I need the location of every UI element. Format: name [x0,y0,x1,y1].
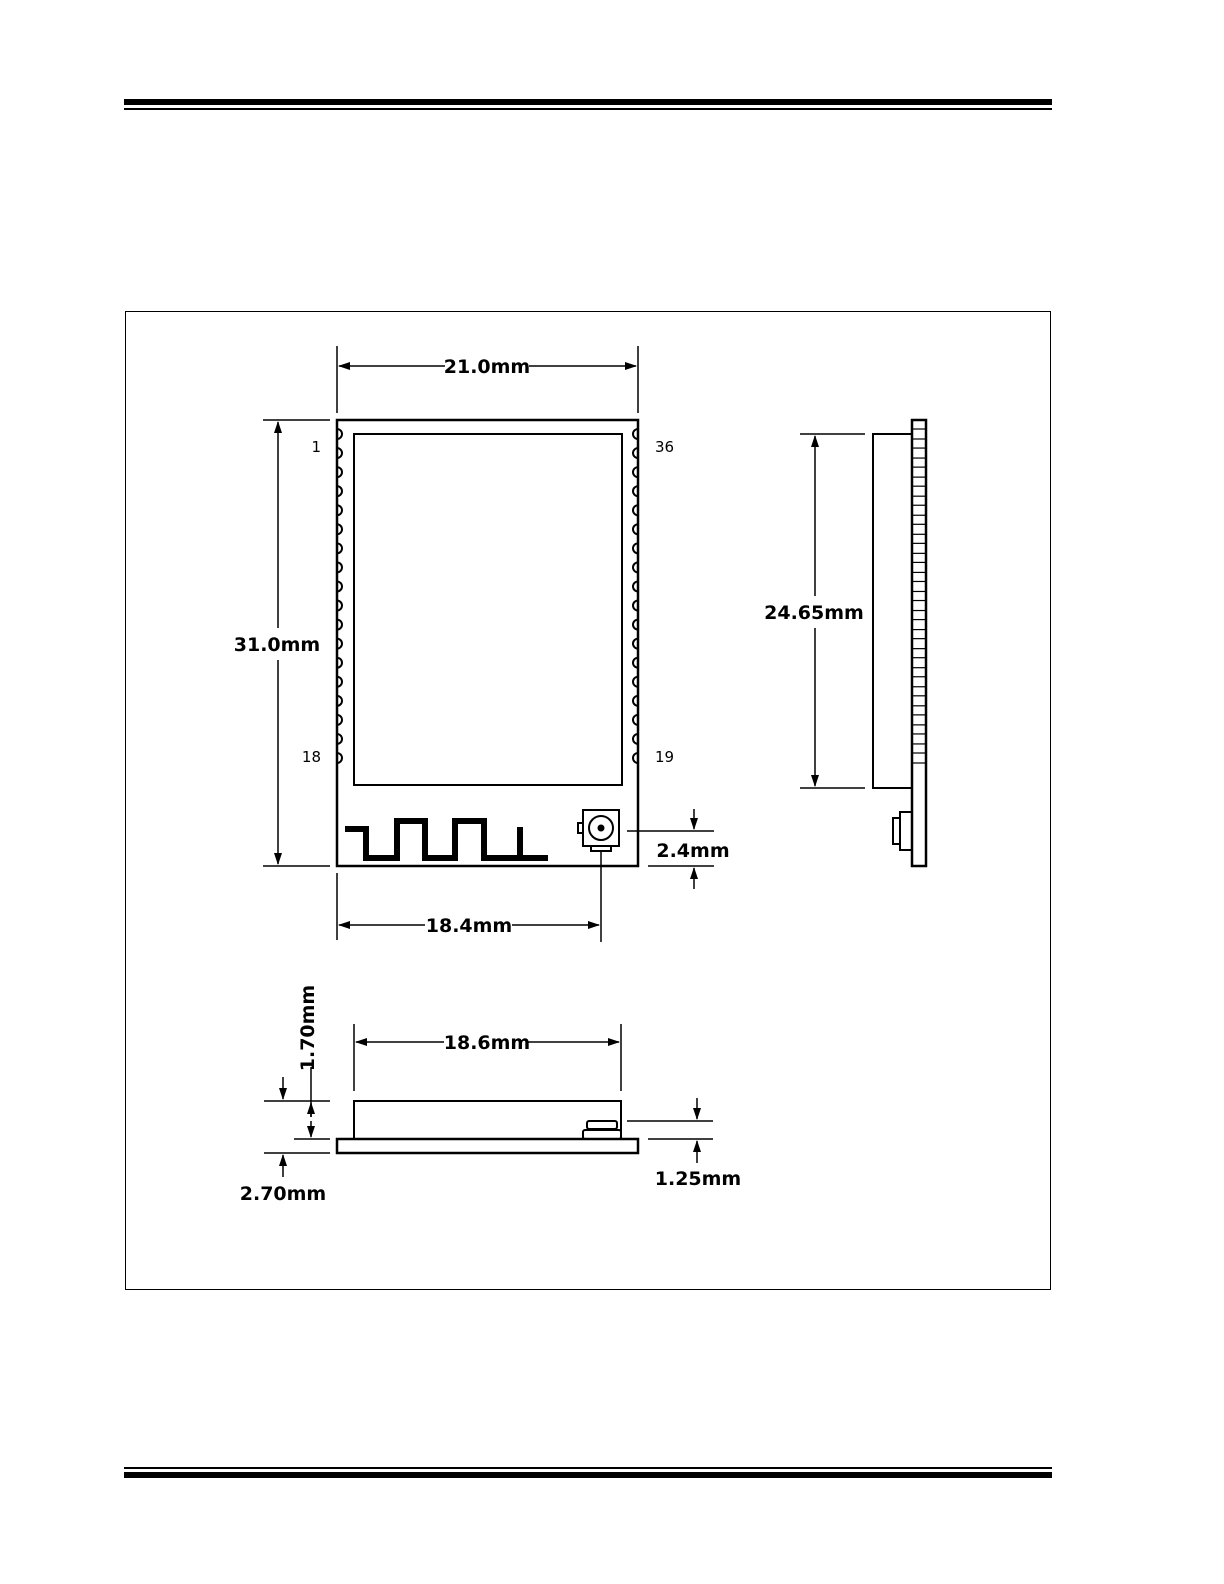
side-pad [911,733,927,745]
side-pad [911,561,927,574]
top-view-dimensions [263,346,714,942]
side-pad [911,752,927,764]
side-castellated-pads [911,428,927,764]
width-label: 21.0mm [444,356,530,378]
pin-label-1: 1 [311,438,321,456]
header-rule-thin [124,108,1052,110]
side-connector-cap [892,817,901,845]
front-view-dimensions [264,1024,713,1177]
front-board-outline [335,1137,640,1155]
side-pad [911,466,927,478]
shield-height-label: 1.70mm [297,985,319,1071]
pin-label-19: 19 [655,748,674,766]
top-view-labels: 21.0mm 31.0mm 18.4mm 2.4mm 1 18 36 19 [234,356,730,937]
front-view-labels: 18.6mm 1.70mm 2.70mm 1.25mm [240,985,741,1205]
side-pad [911,542,927,554]
footer-rule-thin [124,1467,1052,1469]
rf-connector-tab-bottom [590,845,612,852]
rf-connector-ring [588,815,614,841]
side-pad [911,447,927,459]
connector-height-label: 2.4mm [656,840,729,862]
figure-frame [125,311,1051,1290]
side-pad [911,504,927,516]
top-view [335,418,640,868]
side-pad [911,657,927,669]
connector-offset-label: 18.4mm [426,915,512,937]
side-pad [911,676,927,688]
footer-rule-thick [124,1472,1052,1478]
pin-label-36: 36 [655,438,674,456]
side-pad [911,580,927,593]
front-shield-outline [353,1100,622,1140]
front-connector-top [586,1120,618,1130]
rf-connector-tab-left [577,822,584,834]
side-pad [911,618,927,631]
side-pad [911,695,927,707]
front-view [335,1100,640,1155]
side-pad [911,714,927,726]
side-shield-outline [872,433,913,789]
side-pad [911,523,927,535]
side-pad [911,485,927,497]
header-rule-thick [124,99,1052,105]
side-connector-body [899,811,913,851]
shield-width-label: 18.6mm [444,1032,530,1054]
side-pad [911,428,927,440]
side-view [872,418,928,868]
pcb-antenna-trace [345,818,548,861]
height-label: 31.0mm [234,634,320,656]
side-pad [911,638,927,650]
right-castellated-pads [632,428,639,764]
side-board-outline [910,418,928,868]
module-shield-outline [353,433,623,786]
side-view-dimensions [800,433,865,789]
rf-connector-center [597,824,605,832]
connector-front-height-label: 1.25mm [655,1168,741,1190]
side-pad [911,599,927,612]
total-height-label: 2.70mm [240,1183,326,1205]
module-board-outline [335,418,640,868]
shield-length-label: 24.65mm [764,602,864,624]
pin-label-18: 18 [302,748,321,766]
front-connector-bottom [582,1129,622,1140]
left-castellated-pads [336,428,343,764]
